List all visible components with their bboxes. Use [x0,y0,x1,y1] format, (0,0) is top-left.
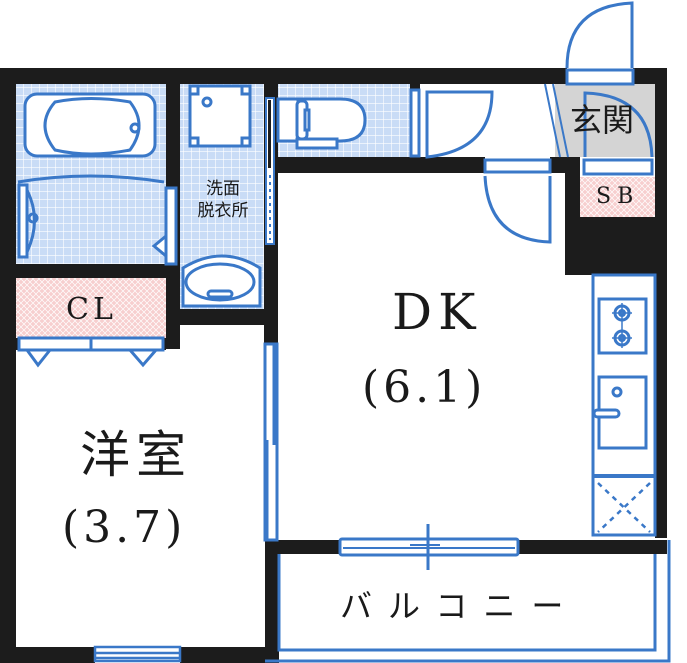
washroom-sliding-door [265,97,275,245]
western-room-label: 洋室 [80,426,192,484]
gas-stove-icon [597,297,648,355]
toilet-icon [276,97,367,150]
entrance-label: 玄関 [570,101,635,139]
washroom-label-line1: 洗面 [206,179,240,199]
dk-room-label: DK [392,283,482,341]
closet-label: CL [66,292,117,327]
wash-basin-icon [181,254,262,308]
washroom-label: 洗面 脱衣所 [186,178,260,222]
shoe-box-label: SB [596,184,640,209]
western-window-icon [93,645,182,663]
washroom-label-line2: 脱衣所 [197,201,249,221]
bath-door-icon [17,183,178,266]
dk-door-icon [483,158,552,244]
washing-machine-icon [188,84,252,148]
western-room-area-label: (3.7) [62,502,187,553]
balcony-outline [265,540,671,663]
closet-doors-icon [17,336,165,368]
kitchen-sink-icon [592,375,648,450]
shoe-box-area [580,177,655,217]
front-door-icon [544,1,654,176]
closet-area [16,278,166,338]
balcony-window-icon [338,524,520,570]
toilet-door-icon [409,88,494,159]
refrigerator-space-icon [597,482,651,533]
dk-area-label: (6.1) [362,362,487,413]
balcony-label: バルコニー [340,587,580,625]
room-sliding-door [263,342,279,542]
bathtub-icon [17,92,165,184]
